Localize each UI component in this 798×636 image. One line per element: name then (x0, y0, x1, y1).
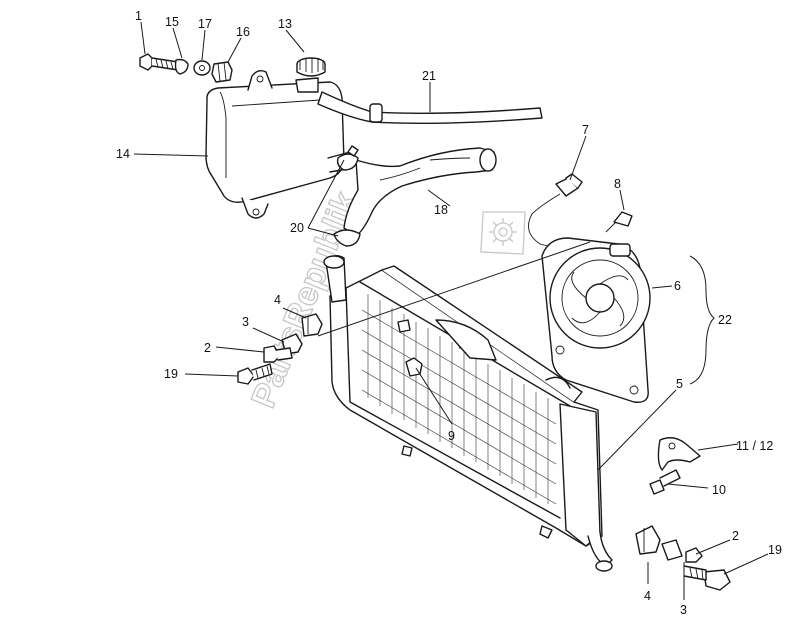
callout-16: 16 (236, 25, 250, 39)
callout-1: 1 (135, 9, 142, 23)
callout-19-right: 19 (768, 543, 782, 557)
callout-4-right: 4 (644, 589, 651, 603)
callout-21: 21 (422, 69, 436, 83)
callout-17: 17 (198, 17, 212, 31)
leader-lines (133, 21, 769, 600)
radiator (323, 255, 613, 572)
callout-labels: 1 15 17 16 13 21 14 7 8 18 20 6 22 4 3 2… (116, 9, 782, 617)
callout-2-left: 2 (204, 341, 211, 355)
callout-11-12: 11 / 12 (736, 439, 773, 453)
overflow-hose (317, 91, 543, 125)
callout-15: 15 (165, 15, 179, 29)
fan-wiring-connector (527, 173, 583, 251)
radiator-core-fins (361, 294, 557, 505)
right-mounting-hardware (635, 525, 731, 591)
gear-icon (480, 211, 526, 255)
callout-13: 13 (278, 17, 292, 31)
callout-8: 8 (614, 177, 621, 191)
filler-cap (296, 57, 326, 77)
callout-14: 14 (116, 147, 130, 161)
callout-20: 20 (290, 221, 304, 235)
callout-19-left: 19 (164, 367, 178, 381)
callout-4-left: 4 (274, 293, 281, 307)
fan-assembly (541, 237, 651, 403)
callout-22: 22 (718, 313, 732, 327)
callout-18: 18 (434, 203, 448, 217)
callout-9: 9 (448, 429, 455, 443)
callout-7: 7 (582, 123, 589, 137)
hose-clamps (333, 145, 361, 247)
left-mounting-hardware (237, 313, 323, 385)
callout-3-right: 3 (680, 603, 687, 617)
callout-2-right: 2 (732, 529, 739, 543)
right-bracket (649, 437, 701, 495)
tank-mounting-hardware (139, 53, 233, 83)
callout-10: 10 (712, 483, 726, 497)
callout-6: 6 (674, 279, 681, 293)
fan-screw (605, 211, 633, 233)
expansion-tank (205, 69, 353, 219)
upper-hose (343, 147, 497, 237)
callout-3-left: 3 (242, 315, 249, 329)
callout-5: 5 (676, 377, 683, 391)
